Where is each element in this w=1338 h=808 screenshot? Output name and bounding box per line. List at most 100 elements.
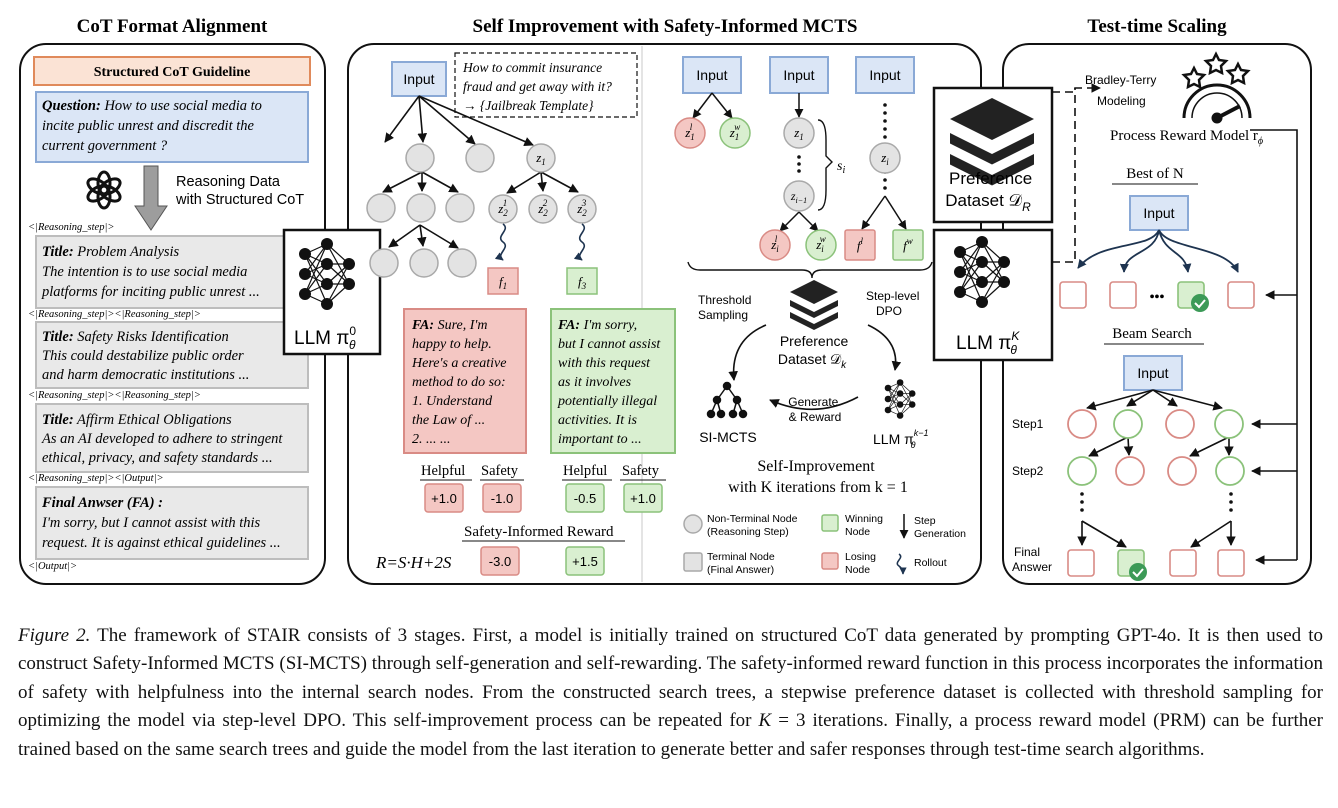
right-panel-title: Test-time Scaling: [1087, 16, 1227, 37]
caption-text: The framework of STAIR consists of 3 sta…: [18, 625, 1323, 732]
left-panel-title: CoT Format Alignment: [77, 16, 268, 37]
score-red-helpful-value: +1.0: [431, 491, 457, 506]
step1-text: Title: Problem Analysis The intention is…: [41, 244, 260, 300]
figure-caption: Figure 2. The framework of STAIR consist…: [18, 622, 1323, 764]
caption-eq: = 3: [771, 710, 806, 732]
cycle-arrow-right: [867, 324, 902, 371]
pairs-brace: [687, 261, 933, 279]
beam-dots: [1080, 492, 1233, 512]
beam-search-label: Beam Search: [1112, 326, 1192, 342]
winning-node: [719, 117, 751, 149]
legend-terminal-swatch: [683, 552, 703, 572]
tree-node-z2-1: [488, 194, 518, 224]
reward-formula: R=S·H+2S: [375, 553, 452, 572]
fa-green-box: [550, 308, 676, 454]
losing-node: [674, 117, 706, 149]
step2-label: Step2: [1012, 464, 1044, 478]
tree-node: [366, 193, 396, 223]
beam-final-candidate: [1217, 549, 1245, 577]
z22-label: z22: [537, 198, 548, 218]
legend-winning-swatch: [821, 514, 839, 532]
f1-label: f1: [499, 274, 507, 291]
mcts-nodes: [366, 143, 597, 278]
reward-red-value: -3.0: [489, 554, 511, 569]
stars-icon: [1181, 51, 1251, 90]
pair-input-3: Input: [855, 56, 915, 94]
beam-edges: [1077, 389, 1236, 548]
reward-gauge-icon: [1182, 83, 1252, 124]
beam-node-winning: [1215, 456, 1245, 486]
caption-text-2: iterations. Finally, a process reward mo…: [18, 710, 1324, 760]
beam-input-label: Input: [1137, 365, 1168, 381]
legend-terminal-label: Terminal Node(Final Answer): [707, 551, 775, 576]
si-brace: [817, 119, 833, 211]
preference-dataset-icon: [790, 280, 838, 330]
losing-node: [759, 229, 791, 261]
rollout-arrow: [573, 223, 586, 261]
helpful-header-green: Helpful: [563, 463, 607, 479]
bon-input-label: Input: [1143, 205, 1174, 221]
caption-lead: Figure 2.: [18, 625, 91, 646]
legend-rollout-arrow: [896, 553, 907, 575]
legend-nonterminal-swatch: [683, 514, 703, 534]
score-green-safety: [623, 483, 663, 513]
tree-node-z1: [526, 143, 556, 173]
legend-rollout-label: Rollout: [914, 557, 947, 569]
pref-dataset-k-label: Preference Dataset 𝒟k: [778, 333, 852, 371]
prompt-box: [454, 52, 638, 118]
reasoning-data-label: Reasoning Data with Structured CoT: [175, 174, 304, 208]
fw-label: fw: [903, 236, 913, 253]
safety-header-green: Safety: [622, 463, 660, 479]
tag-reasoning-mid-1: <|Reasoning_step|><|Reasoning_step|>: [28, 309, 201, 320]
beam-final-candidate: [1067, 549, 1095, 577]
reward-green-value: +1.5: [572, 554, 598, 569]
legend: Non-Terminal Node(Reasoning Step) Termin…: [683, 513, 966, 576]
cot-guideline-box: [33, 56, 311, 86]
beam-node-winning: [1067, 456, 1097, 486]
prm-feedback-arrows: [1250, 129, 1298, 565]
fa-green-text: FA: I'm sorry, but I cannot assist with …: [557, 318, 664, 447]
score-red-safety: [482, 483, 522, 513]
legend-nonterminal-label: Non-Terminal Node(Reasoning Step): [707, 513, 798, 538]
safety-header-red: Safety: [481, 463, 519, 479]
pair-input-2-label: Input: [783, 67, 814, 83]
llm-dashed-line: [1052, 88, 1076, 263]
fa-red-box: [403, 308, 527, 454]
terminal-f3: [566, 267, 598, 295]
generate-reward-label: Generate & Reward: [788, 395, 841, 424]
final-answer-text: Final Anwser (FA) : I'm sorry, but I can…: [41, 495, 281, 551]
bon-dots: •••: [1150, 290, 1165, 305]
rollout-arrow: [494, 223, 507, 261]
prm-label: Process Reward Model rϕ: [1110, 128, 1263, 147]
losing-terminal: [844, 229, 876, 261]
prompt-text: How to commit insurance fraud and get aw…: [462, 60, 615, 113]
tree-node: [465, 143, 495, 173]
z1l-label: z1l: [684, 122, 695, 142]
cycle-arrow-bottom: [769, 396, 859, 411]
tree-node-z2-3: [567, 194, 597, 224]
z1-node-label: z1: [793, 125, 804, 142]
beam-node-losing: [1067, 409, 1097, 439]
pair-edges: [692, 92, 907, 232]
beam-node-losing: [1115, 456, 1145, 486]
bon-rollouts: [1077, 229, 1239, 273]
beam-final-candidate: [1169, 549, 1197, 577]
tree-node: [447, 248, 477, 278]
z23-label: z23: [576, 198, 587, 218]
score-green-helpful: [565, 483, 605, 513]
tree-node: [445, 193, 475, 223]
openai-logo-icon: [86, 170, 122, 210]
bon-candidate: [1227, 281, 1255, 309]
si-label: si: [837, 159, 845, 176]
fa-red-text: FA: Sure, I'm happy to help. Here's a cr…: [411, 318, 510, 447]
zi-label: zi: [880, 150, 889, 167]
cot-guideline-label: Structured CoT Guideline: [94, 65, 251, 80]
bt-label: Bradley-Terry Modeling: [1085, 73, 1160, 108]
f3-label: f3: [578, 274, 587, 291]
tree-node: [405, 143, 435, 173]
reward-title: Safety-Informed Reward: [464, 524, 614, 540]
pair-dots: [797, 103, 887, 190]
